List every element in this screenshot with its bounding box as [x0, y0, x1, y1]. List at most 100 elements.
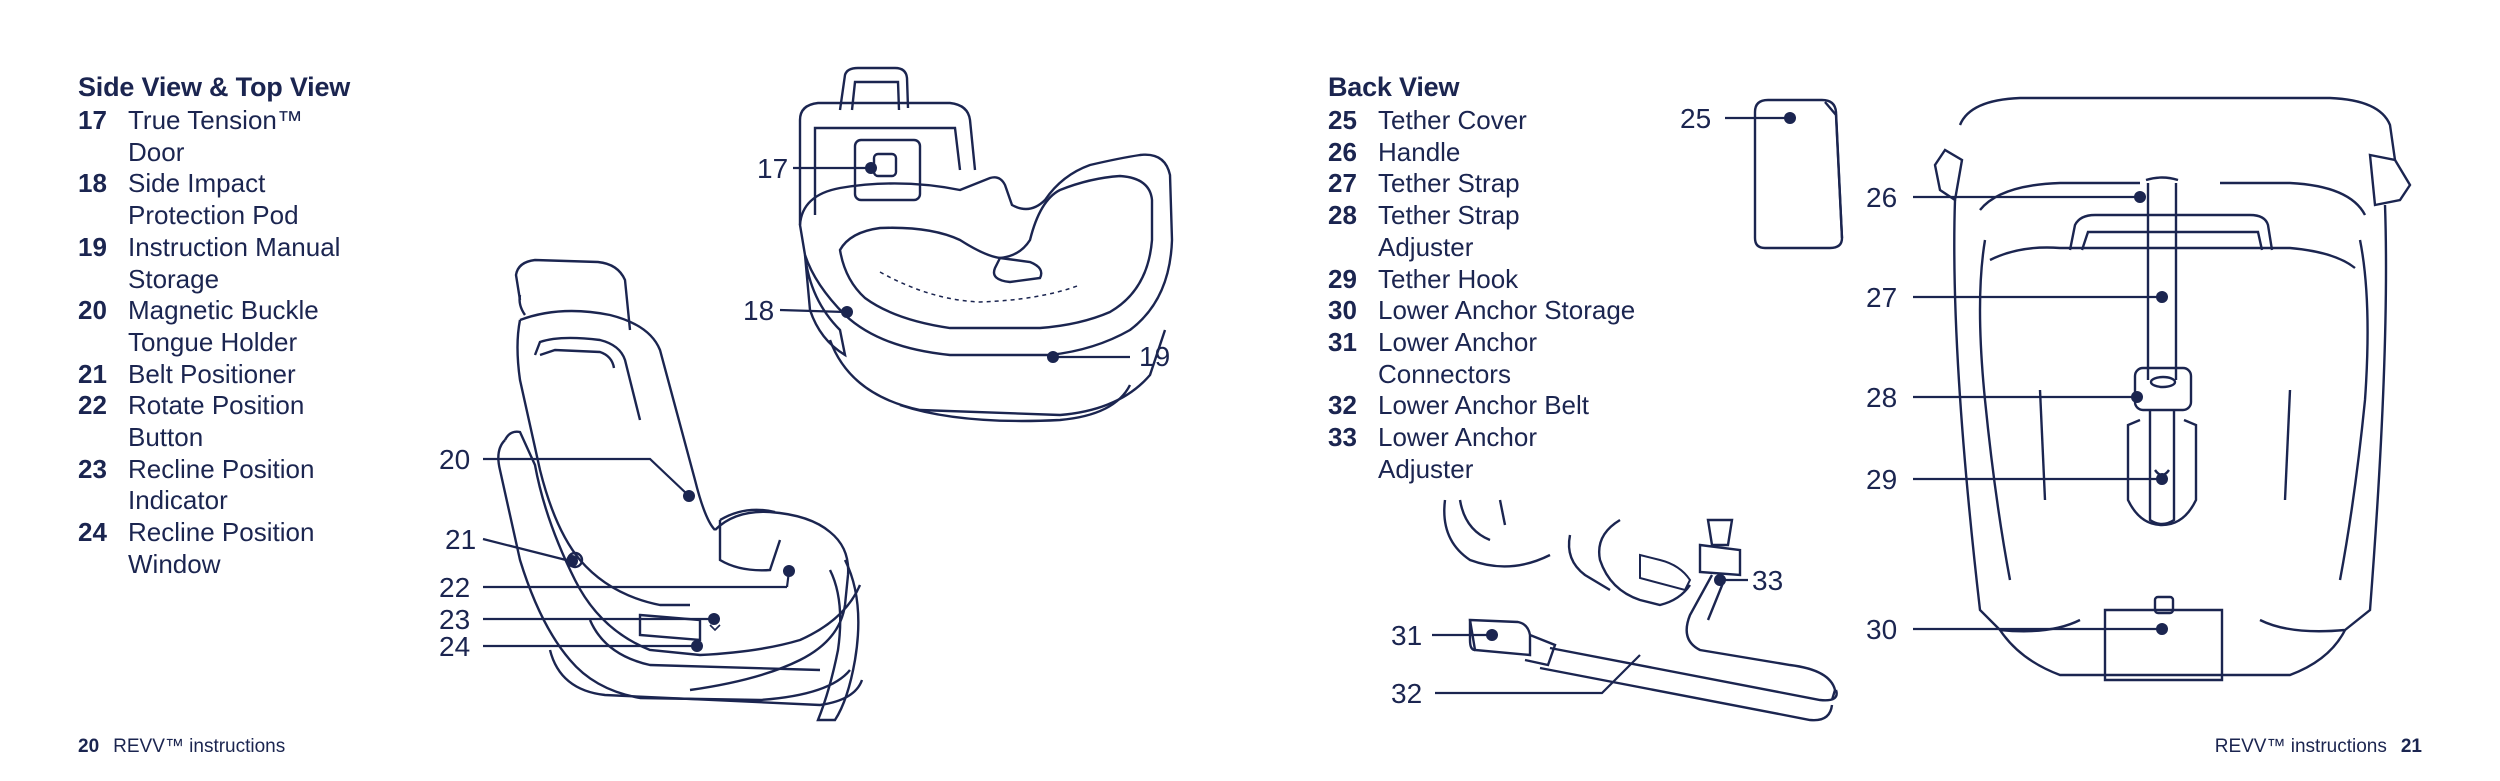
- callout-23: 23: [439, 604, 470, 635]
- legend-number: 31: [1328, 326, 1357, 357]
- legend-item: Indicator: [78, 485, 340, 517]
- legend-label: Lower Anchor Storage: [1378, 295, 1636, 326]
- legend-label: Rotate Position: [128, 390, 305, 421]
- legend-item: 21 Belt Positioner: [78, 359, 340, 391]
- page-footer: 20 REVV™ instructions: [78, 736, 285, 758]
- legend-number: 18: [78, 168, 107, 199]
- top-view-seat-illustration: [798, 66, 1174, 423]
- callout-20: 20: [439, 444, 470, 475]
- legend-number: 26: [1328, 136, 1357, 167]
- legend-label: True Tension™: [128, 105, 303, 135]
- legend-number: 33: [1328, 422, 1357, 453]
- callout-18: 18: [743, 295, 774, 326]
- legend-label: Tether Strap: [1378, 200, 1520, 231]
- legend-item: Adjuster: [1328, 232, 1635, 264]
- legend-label: Tether Strap: [1378, 168, 1520, 199]
- page-number: 20: [78, 736, 100, 757]
- legend-item: Door: [78, 137, 340, 169]
- callout-19: 19: [1139, 341, 1170, 372]
- footer-label: REVV™ instructions: [113, 736, 286, 757]
- legend-item: 17 True Tension™: [78, 105, 340, 137]
- callout-17: 17: [757, 153, 788, 184]
- legend-label: Indicator: [128, 485, 228, 516]
- legend-label: Recline Position: [128, 517, 315, 548]
- legend-number: 29: [1328, 263, 1357, 294]
- callout-25: 25: [1680, 103, 1711, 134]
- legend-label: Protection Pod: [128, 200, 299, 231]
- legend-label: Button: [128, 422, 204, 453]
- callout-numbers: 17 18 19 20 21 22 23 24 25 26 27 28 29 3…: [439, 103, 1897, 709]
- legend-item: Window: [78, 549, 340, 581]
- legend-item: Adjuster: [1328, 454, 1635, 486]
- legend-item: 19 Instruction Manual: [78, 232, 340, 264]
- section-title: Side View & Top View: [78, 72, 351, 102]
- legend-item: 24 Recline Position: [78, 517, 340, 549]
- legend-label: Door: [128, 136, 185, 167]
- callout-27: 27: [1866, 282, 1897, 313]
- legend-item: 30 Lower Anchor Storage: [1328, 295, 1635, 327]
- legend-label: Recline Position: [128, 453, 315, 484]
- legend-label: Magnetic Buckle: [128, 295, 319, 326]
- legend-number: 30: [1328, 295, 1357, 326]
- callout-26: 26: [1866, 182, 1897, 213]
- legend-number: 21: [78, 358, 107, 389]
- legend-label: Adjuster: [1378, 231, 1474, 262]
- legend-label: Tether Hook: [1378, 263, 1519, 294]
- legend-item: Tongue Holder: [78, 327, 340, 359]
- lower-anchor-illustration: [1443, 499, 1838, 722]
- legend-item: 25 Tether Cover: [1328, 105, 1635, 137]
- legend-label: Storage: [128, 263, 220, 294]
- legend-number: 17: [78, 105, 107, 135]
- callout-32: 32: [1391, 678, 1422, 709]
- side-view-seat-illustration: [497, 258, 864, 722]
- legend-item: 26 Handle: [1328, 137, 1635, 169]
- legend-number: 22: [78, 390, 107, 421]
- legend-label: Window: [128, 548, 221, 579]
- legend-label: Side Impact: [128, 168, 266, 199]
- footer-label: REVV™ instructions: [2214, 736, 2387, 757]
- legend-number: 23: [78, 453, 107, 484]
- legend-item: Storage: [78, 264, 340, 296]
- legend-number: 32: [1328, 390, 1357, 421]
- legend-label: Handle: [1378, 136, 1461, 167]
- legend-label: Connectors: [1378, 358, 1511, 389]
- legend-item: 28 Tether Strap: [1328, 200, 1635, 232]
- callout-22: 22: [439, 572, 470, 603]
- legend-number: 20: [78, 295, 107, 326]
- callout-33: 33: [1752, 565, 1783, 596]
- legend-item: 23 Recline Position: [78, 454, 340, 486]
- legend-item: Connectors: [1328, 359, 1635, 391]
- section-title: Back View: [1328, 72, 1460, 102]
- back-view-seat-illustration: [1933, 96, 2412, 682]
- legend-item: Button: [78, 422, 340, 454]
- callout-21: 21: [445, 524, 476, 555]
- legend-item: 31 Lower Anchor: [1328, 327, 1635, 359]
- legend-label: Lower Anchor: [1378, 422, 1537, 453]
- legend-item: 20 Magnetic Buckle: [78, 295, 340, 327]
- callout-leaders: [482, 112, 2168, 695]
- tether-cover-illustration: [1753, 98, 1844, 250]
- page-footer: REVV™ instructions 21: [2215, 736, 2422, 758]
- legend-label: Lower Anchor: [1378, 326, 1537, 357]
- legend-number: 27: [1328, 168, 1357, 199]
- legend-number: 25: [1328, 105, 1357, 135]
- legend-label: Tether Cover: [1378, 105, 1527, 135]
- callout-29: 29: [1866, 464, 1897, 495]
- legend-number: 19: [78, 231, 107, 262]
- callout-31: 31: [1391, 620, 1422, 651]
- callout-28: 28: [1866, 382, 1897, 413]
- legend-number: 24: [78, 517, 107, 548]
- legend-label: Lower Anchor Belt: [1378, 390, 1590, 421]
- legend-item: 32 Lower Anchor Belt: [1328, 390, 1635, 422]
- callout-30: 30: [1866, 614, 1897, 645]
- legend-label: Instruction Manual: [128, 231, 341, 262]
- legend-item: 22 Rotate Position: [78, 390, 340, 422]
- legend-number: 28: [1328, 200, 1357, 231]
- legend-item: Protection Pod: [78, 200, 340, 232]
- legend-label: Belt Positioner: [128, 358, 296, 389]
